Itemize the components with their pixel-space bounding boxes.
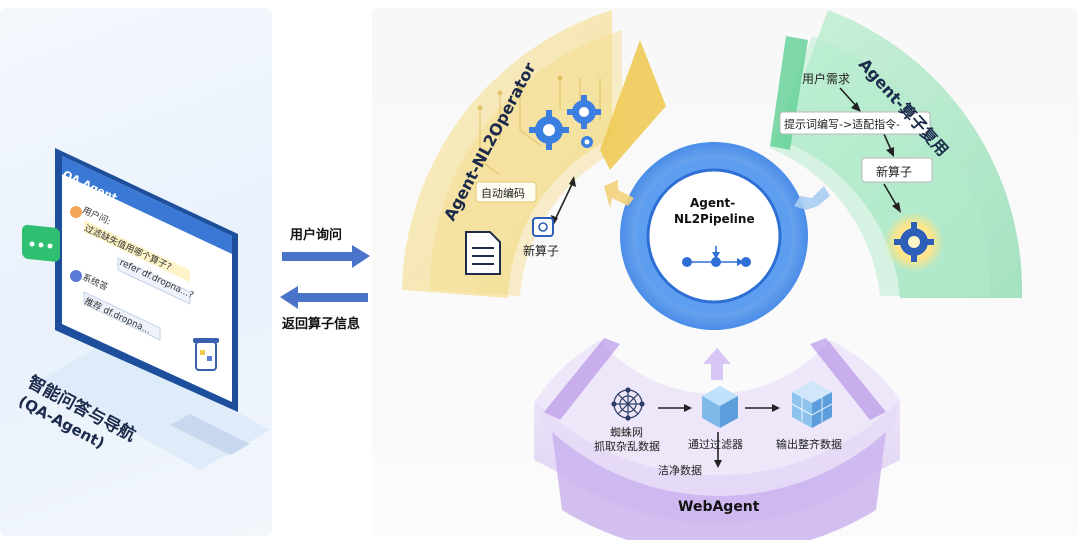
spider-label-line2: 抓取杂乱数据 — [594, 440, 660, 453]
output-label: 输出整齐数据 — [776, 438, 842, 451]
document-icon — [465, 231, 501, 275]
pipeline-hub — [620, 142, 808, 330]
spider-web-icon — [611, 387, 645, 421]
auto-code-label: 自动编码 — [481, 187, 525, 200]
web-sector-title: WebAgent — [678, 499, 760, 515]
glowing-gear-icon — [894, 222, 934, 262]
user-need-label: 用户需求 — [802, 72, 851, 86]
prompt-box — [779, 111, 931, 135]
reuse-new-label: 新算子 — [876, 165, 913, 179]
gears-icon — [529, 95, 601, 150]
request-label: 用户询问 — [290, 228, 343, 243]
prompt-label: 提示词编写->适配指令- — [784, 118, 901, 131]
right-connector-arrow — [794, 186, 830, 210]
web-sector — [534, 338, 900, 540]
response-arrow — [280, 286, 368, 309]
filter-label: 通过过滤器 — [688, 438, 743, 451]
clean-data-label: 洁净数据 — [658, 464, 702, 477]
pipeline-graph-icon — [682, 246, 751, 267]
hub-title-line1: Agent- — [690, 196, 736, 210]
response-label: 返回算子信息 — [282, 317, 361, 332]
new-operator-box — [861, 157, 933, 183]
spider-label-line1: 蜘蛛网 — [610, 426, 643, 439]
operator-new-label: 新算子 — [523, 244, 560, 258]
qa-monitor — [22, 148, 270, 470]
hub-title-line2: NL2Pipeline — [674, 212, 755, 226]
auto-code-box — [475, 181, 537, 203]
left-connector-arrow — [604, 180, 634, 208]
operator-sector — [402, 10, 666, 298]
filter-cube-icon — [702, 386, 738, 428]
new-operator-icon — [532, 217, 554, 237]
reuse-sector — [770, 10, 1023, 298]
output-cube-icon — [791, 381, 833, 428]
request-arrow — [282, 245, 370, 268]
